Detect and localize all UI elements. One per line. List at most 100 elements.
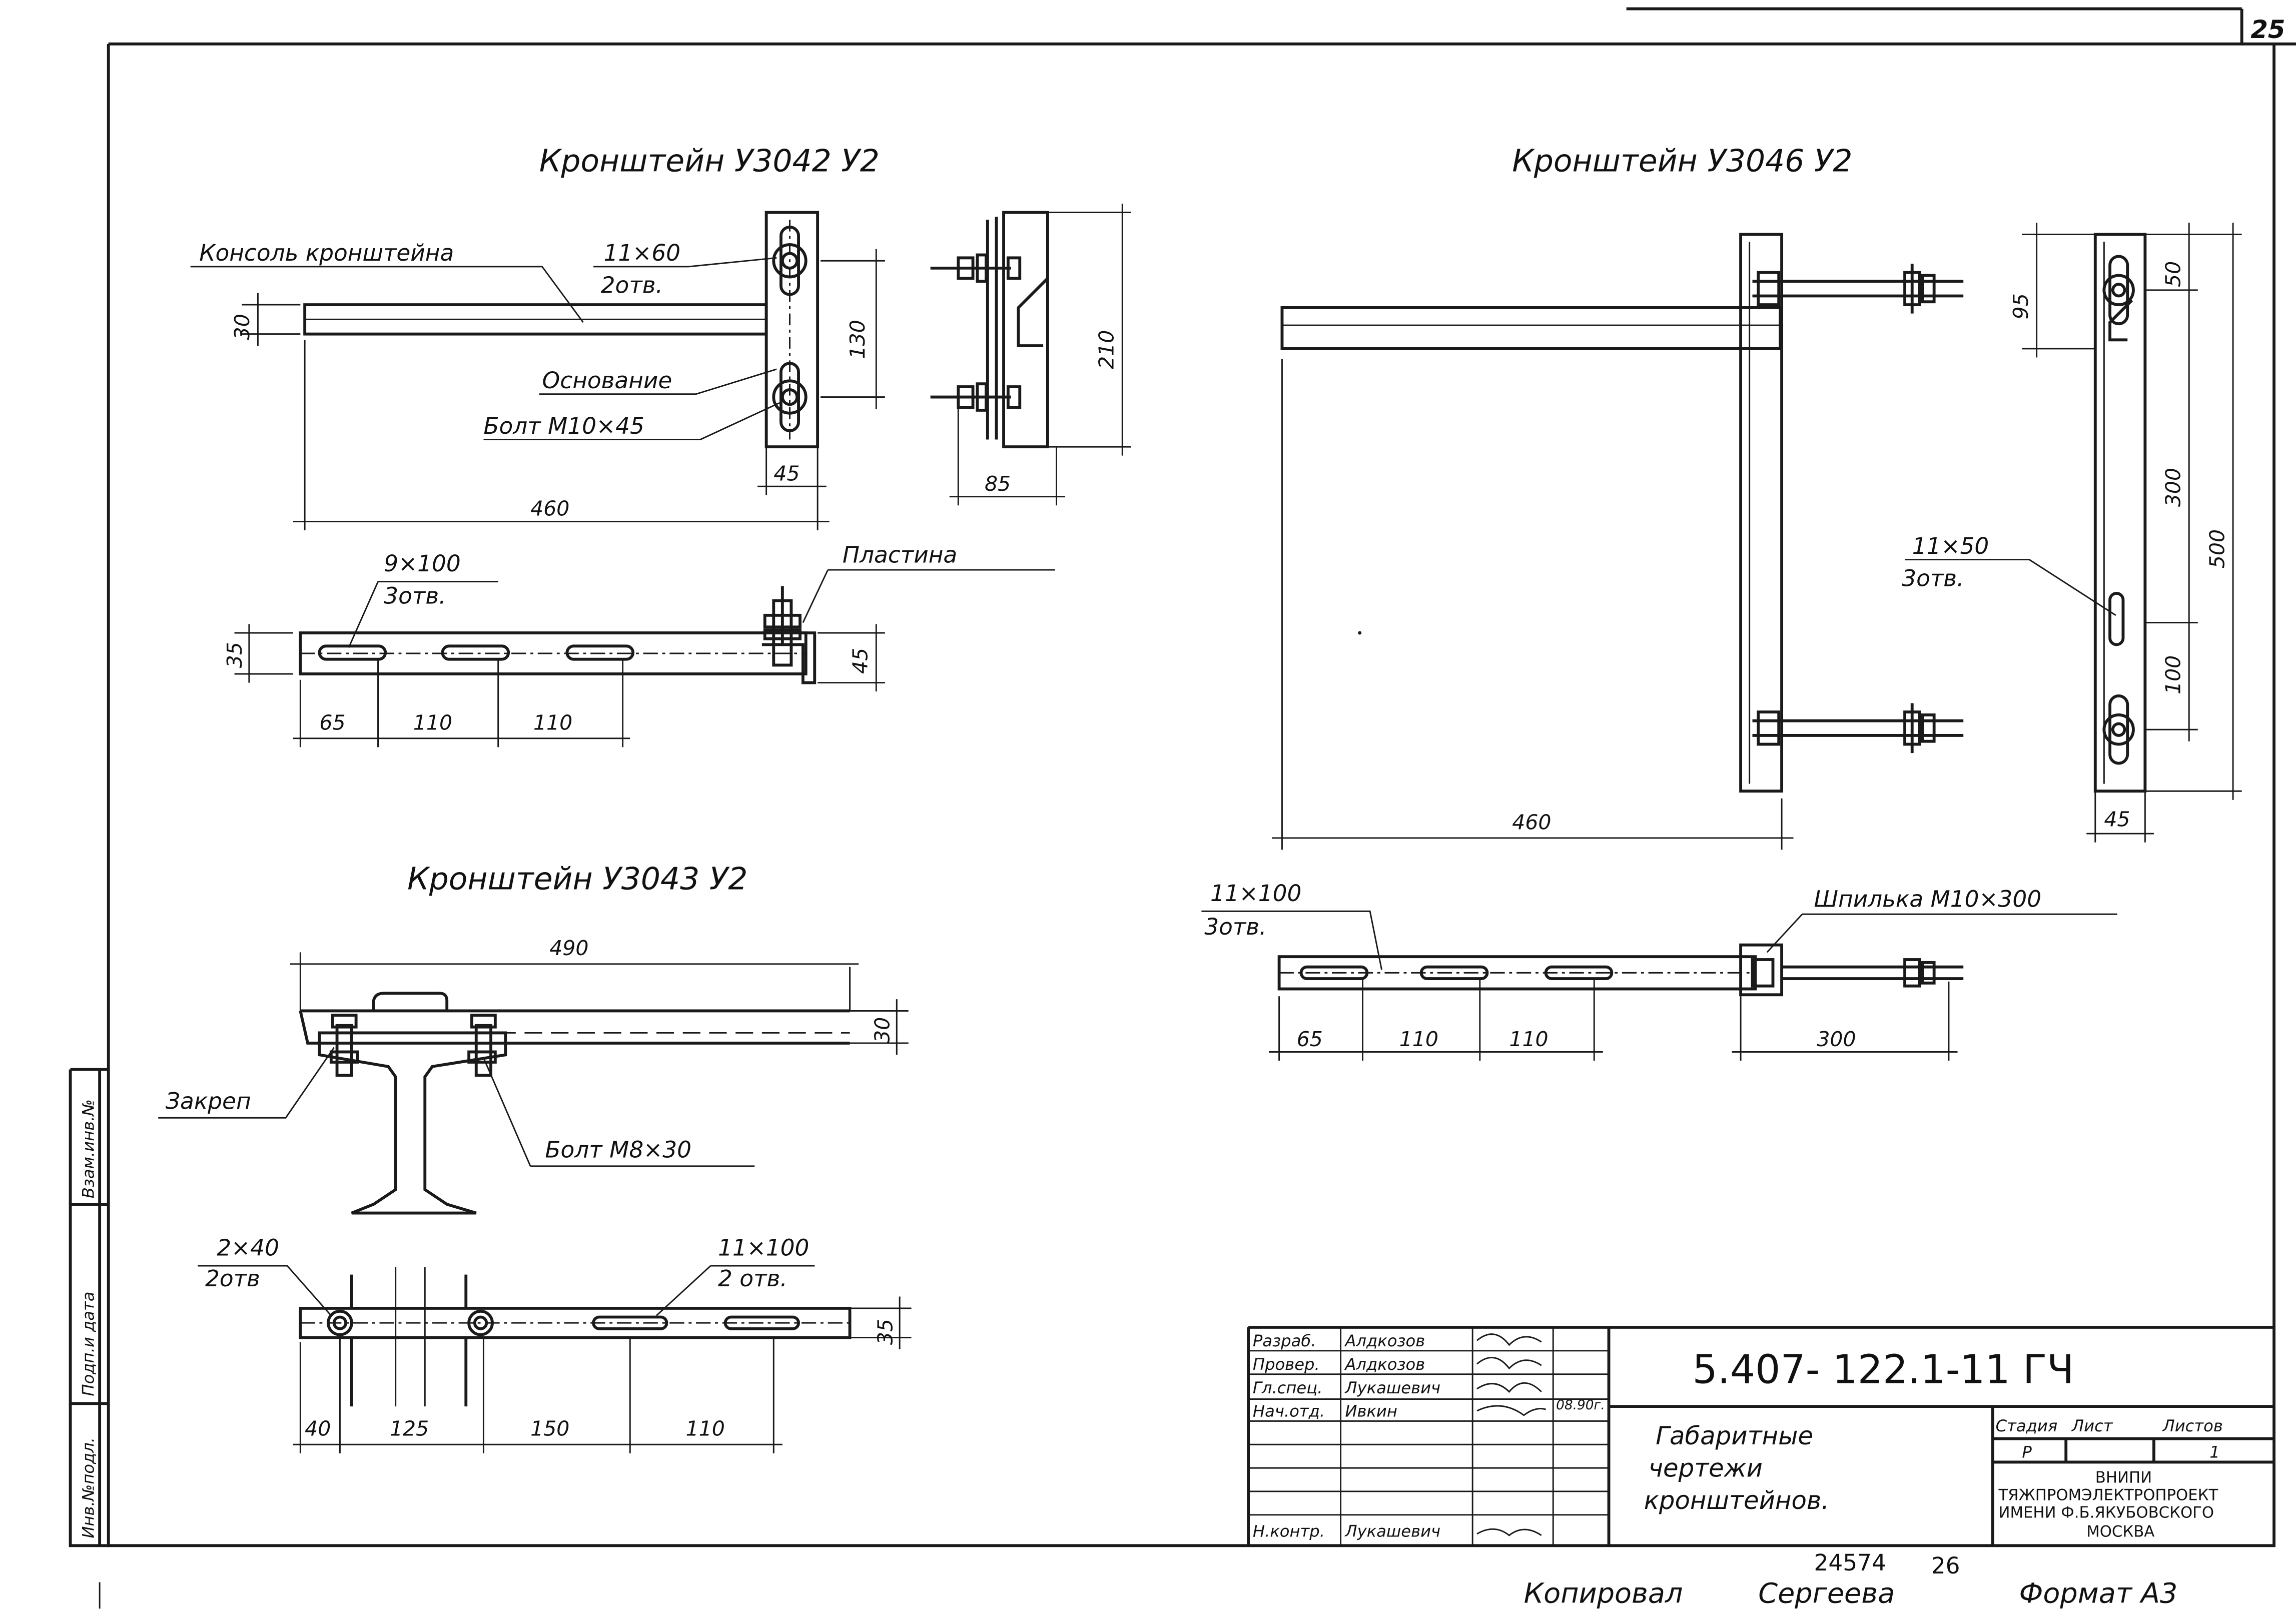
tb-doc-number: 5.407- 122.1-11 ГЧ	[1692, 1346, 2074, 1392]
dim-text: 500	[2205, 529, 2229, 568]
u3043-title: Кронштейн У3043 У2	[407, 861, 747, 897]
u3042-slot-label: 11×60	[604, 240, 681, 266]
tb-stage-header: Стадия	[1996, 1416, 2058, 1435]
title-block: Разраб. Алдкозов Провер. Алдкозов Гл.спе…	[1247, 1326, 2274, 1546]
tb-desc: чертежи	[1649, 1454, 1763, 1483]
dim-text: 490	[549, 936, 588, 960]
u3043-hole-label: 2×40	[217, 1235, 279, 1261]
dim-text: 95	[2009, 293, 2033, 319]
dim-text: 460	[530, 497, 569, 521]
dim-text: 85	[985, 472, 1011, 496]
dim-text: 110	[413, 710, 452, 734]
dim-text: 45	[849, 648, 873, 674]
dim-text: 45	[2104, 808, 2130, 832]
u3042-slot-count: 2отв.	[601, 272, 663, 299]
u3042-base-post	[764, 211, 820, 449]
u3043-i-beam	[318, 1031, 507, 1215]
archive-suffix: 26	[1931, 1552, 1960, 1579]
dim-text: 110	[686, 1417, 725, 1441]
tb-role: Разраб.	[1253, 1331, 1316, 1350]
footer: 24574 26 Копировал Сергеева Формат А3	[1524, 1549, 2178, 1609]
u3046-title: Кронштейн У3046 У2	[1512, 143, 1852, 179]
signatures	[1476, 1333, 1546, 1536]
dim-text: 35	[223, 642, 247, 668]
dim-text: 210	[1095, 330, 1119, 369]
dim-text: 110	[1509, 1027, 1548, 1051]
u3043-clamp-label: Закреп	[166, 1088, 251, 1115]
copied-by: Копировал	[1524, 1577, 1683, 1610]
tb-sheets: 1	[2209, 1443, 2220, 1462]
copier-name: Сергеева	[1758, 1577, 1895, 1610]
u3043-bolt-label: Болт М8×30	[545, 1136, 691, 1163]
u3042-title: Кронштейн У3042 У2	[539, 143, 880, 179]
tb-name: Алдкозов	[1344, 1331, 1425, 1350]
u3046-post	[1739, 233, 1784, 793]
dim-text: 35	[873, 1319, 897, 1345]
tb-role: Нач.отд.	[1253, 1402, 1325, 1421]
drawing-u3046: Кронштейн У3046 У2 460 95	[1201, 143, 2242, 1061]
dim-text: 300	[1817, 1027, 1856, 1051]
tb-desc: кронштейнов.	[1644, 1486, 1829, 1515]
u3043-clamp-bar	[299, 1009, 850, 1045]
tb-role: Н.контр.	[1253, 1522, 1325, 1541]
tb-sheet-header: Лист	[2071, 1416, 2113, 1435]
tb-desc: Габаритные	[1656, 1421, 1813, 1450]
side-sign-date: Подп.и дата	[79, 1291, 98, 1396]
u3043-slot-count: 2 отв.	[718, 1265, 788, 1292]
side-replace-inv: Взам.инв.№	[79, 1099, 98, 1198]
dim-text: 50	[2161, 261, 2185, 287]
dim-text: 40	[305, 1417, 331, 1441]
tb-stage: Р	[2022, 1443, 2032, 1462]
tb-role: Провер.	[1253, 1355, 1320, 1374]
side-inv-original: Инв.№подл.	[79, 1437, 98, 1538]
tb-role: Гл.спец.	[1253, 1378, 1323, 1397]
tb-name: Алдкозов	[1344, 1355, 1425, 1374]
tb-sheets-header: Листов	[2162, 1416, 2223, 1435]
u3042-top-slot-count: 3отв.	[384, 582, 446, 609]
u3046-side-post	[2093, 233, 2147, 793]
archive-number: 24574	[1814, 1549, 1886, 1576]
tb-org: ВНИПИ	[2095, 1468, 2152, 1486]
u3046-top-slot: 11×100	[1210, 880, 1301, 907]
dim-text: 130	[846, 320, 870, 359]
dim-text: 150	[530, 1417, 569, 1441]
page-number: 25	[2250, 15, 2285, 44]
tb-org: МОСКВА	[2086, 1523, 2154, 1541]
dim-text: 30	[230, 314, 254, 340]
dim-text: 65	[1297, 1027, 1323, 1051]
dim-text: 110	[1399, 1027, 1438, 1051]
sheet-frame: 25	[107, 7, 2296, 1547]
dim-text: 65	[319, 710, 345, 734]
u3042-bolt-label: Болт М10×45	[483, 413, 644, 439]
dim-text: 100	[2161, 655, 2185, 694]
tb-org: ИМЕНИ Ф.Б.ЯКУБОВСКОГО	[1999, 1504, 2214, 1522]
u3046-top-slot-count: 3отв.	[1204, 914, 1266, 940]
tb-name: Лукашевич	[1344, 1378, 1440, 1397]
tb-name: Ивкин	[1345, 1402, 1397, 1421]
u3046-slot-label: 11×50	[1912, 533, 1989, 559]
drawing-u3042: Кронштейн У3042 У2 Консоль кронштейна 11…	[190, 143, 1131, 747]
u3042-top-slot: 9×100	[384, 550, 461, 577]
u3043-slot-label: 11×100	[718, 1235, 809, 1261]
u3046-slot-count: 3отв.	[1902, 565, 1964, 591]
side-stamp: Инв.№подл. Подп.и дата Взам.инв.№	[69, 1068, 109, 1547]
format-label: Формат А3	[2019, 1577, 2178, 1610]
u3042-plate-label: Пластина	[843, 541, 957, 568]
u3043-hole-count: 2отв	[205, 1265, 260, 1292]
u3046-stud-label: Шпилька М10×300	[1814, 886, 2042, 913]
dim-text: 300	[2161, 468, 2185, 507]
u3042-console-label: Консоль кронштейна	[199, 240, 454, 266]
tb-date: 08.90г.	[1556, 1398, 1605, 1413]
tb-org: ТЯЖПРОМЭЛЕКТРОПРОЕКТ	[1998, 1486, 2218, 1504]
dim-text: 125	[390, 1417, 429, 1441]
u3042-base-label: Основание	[542, 367, 672, 394]
dim-text: 45	[774, 461, 800, 485]
dim-text: 460	[1512, 810, 1551, 834]
u3042-side-view-post	[1002, 211, 1049, 449]
dim-text: 30	[871, 1017, 895, 1043]
tb-name: Лукашевич	[1344, 1522, 1440, 1541]
dim-text: 110	[533, 710, 572, 734]
drawing-u3043: Кронштейн У3043 У2 490 30 Закреп Болт М8…	[158, 861, 912, 1453]
u3046-arm	[1280, 306, 1782, 350]
